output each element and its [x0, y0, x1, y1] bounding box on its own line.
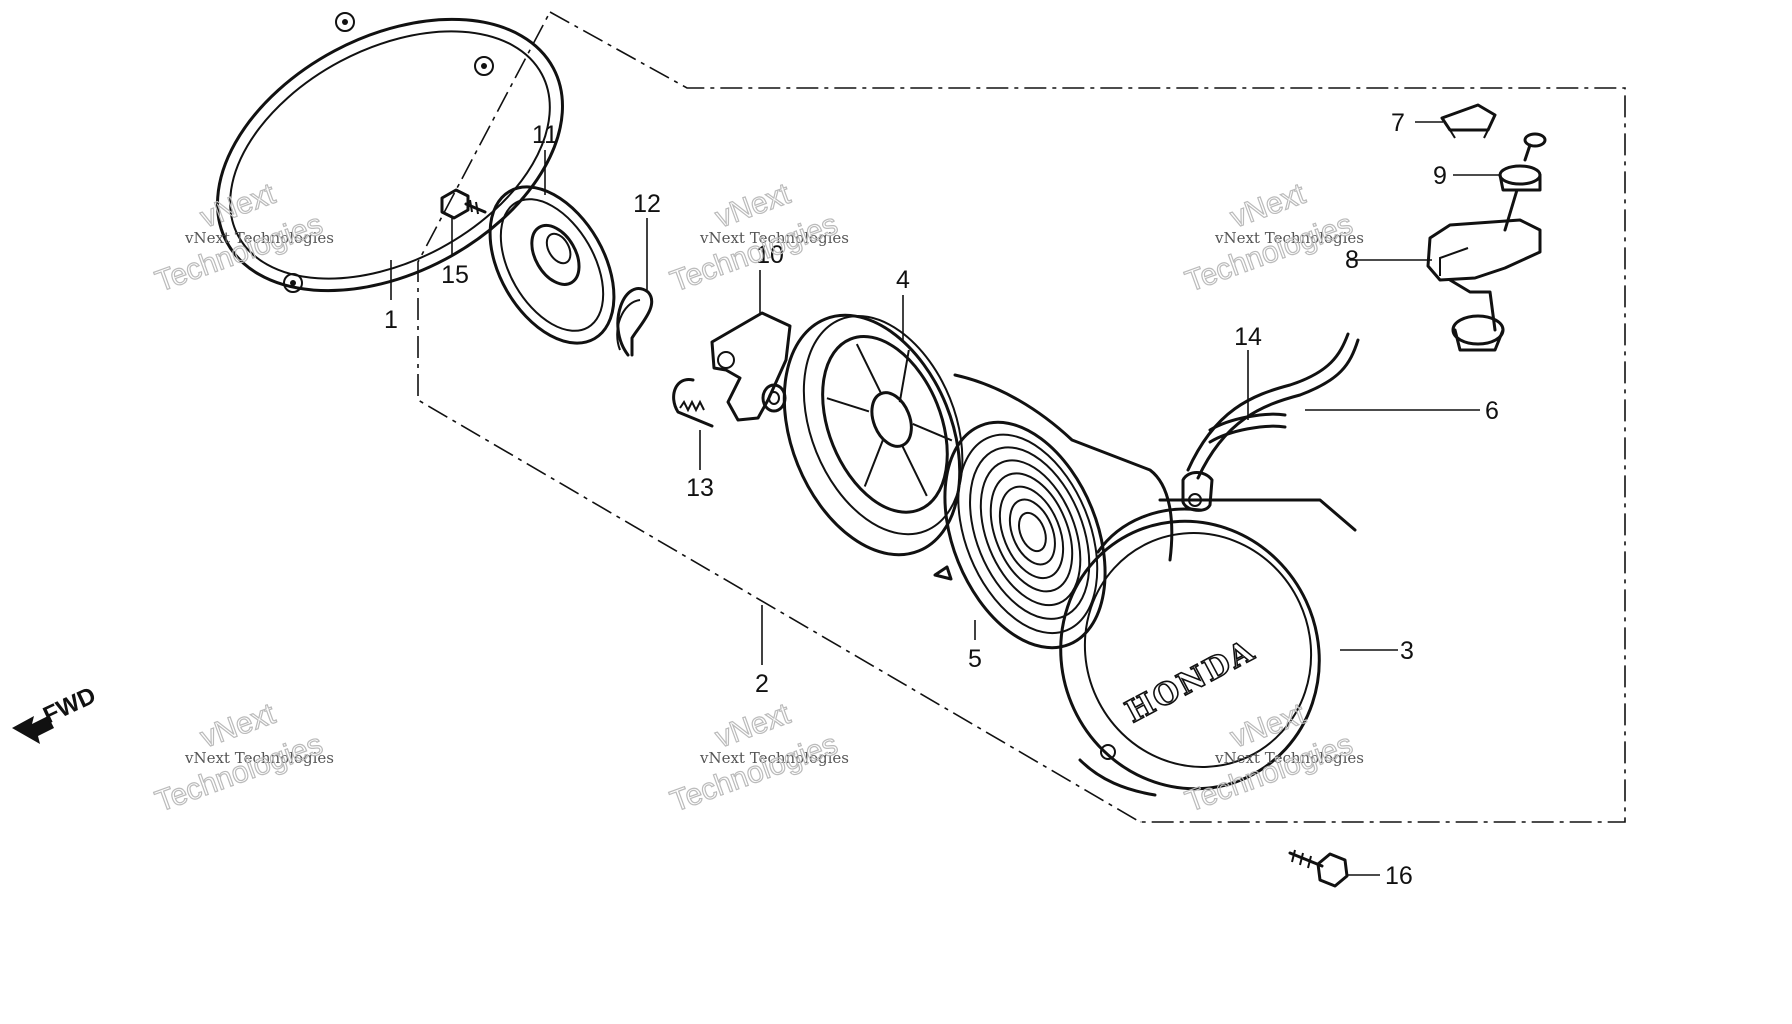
svg-text:vNext Technologies: vNext Technologies: [184, 229, 334, 247]
watermark-top-left: vNext vNext Technologies Technologies: [151, 177, 335, 300]
spring-tab: [933, 565, 953, 581]
watermark-bottom-center: vNext vNext Technologies Technologies: [666, 697, 850, 820]
part-cover-plate-11: [488, 185, 616, 345]
callout-8: 8: [1345, 246, 1359, 274]
watermark-top-right: vNext vNext Technologies Technologies: [1181, 177, 1365, 300]
part-gasket-ring: [216, 17, 564, 293]
housing-brand-text: HONDA: [1120, 633, 1261, 730]
part-spiral-spring-5: [943, 420, 1107, 650]
callout-12: 12: [633, 190, 661, 218]
callout-2: 2: [755, 670, 769, 698]
fwd-label: FWD: [39, 682, 100, 730]
callout-13: 13: [686, 474, 714, 502]
part-rope-end-9: [1498, 132, 1547, 232]
callout-5: 5: [968, 645, 982, 673]
gasket-lugs: [283, 12, 494, 293]
svg-text:vNext Technologies: vNext Technologies: [184, 749, 334, 767]
part-rope-6: [1186, 332, 1360, 480]
watermark-bottom-left: vNext vNext Technologies Technologies: [151, 697, 335, 820]
part-clip-12: [616, 287, 654, 357]
watermark-top-center: vNext vNext Technologies Technologies: [666, 177, 850, 300]
part-housing-3: [953, 373, 1357, 797]
callout-3: 3: [1400, 637, 1414, 665]
callout-7: 7: [1391, 109, 1405, 137]
callout-4: 4: [896, 266, 910, 294]
svg-text:vNext Technologies: vNext Technologies: [699, 749, 849, 767]
callout-11: 11: [532, 121, 558, 149]
part-pulley-4: [782, 313, 964, 557]
part-spring-13: [672, 378, 714, 428]
assembly-boundary: [417, 11, 1626, 823]
callout-16: 16: [1385, 862, 1413, 890]
part-bolt-16: [1288, 849, 1349, 888]
part-handle-8: [1426, 218, 1542, 352]
callout-1: 1: [384, 306, 398, 334]
callout-10: 10: [756, 241, 784, 269]
svg-text:vNext Technologies: vNext Technologies: [1214, 229, 1364, 247]
part-bolt-15: [440, 188, 487, 220]
part-ratchet-10: [710, 311, 792, 422]
fwd-direction-indicator: FWD: [12, 682, 100, 744]
watermark-bottom-right: vNext vNext Technologies Technologies: [1181, 697, 1365, 820]
callout-labels: 1 2 3 4 5 6 7 8 9 10 11 12 13 14 15 16: [384, 109, 1499, 890]
callout-14: 14: [1234, 323, 1262, 351]
part-insert-7: [1440, 103, 1497, 139]
callout-9: 9: [1433, 162, 1447, 190]
leader-lines: [390, 121, 1500, 876]
callout-15: 15: [441, 261, 469, 289]
svg-text:vNext Technologies: vNext Technologies: [699, 229, 849, 247]
fwd-arrow-icon: [12, 716, 54, 744]
svg-text:vNext Technologies: vNext Technologies: [1214, 749, 1364, 767]
callout-6: 6: [1485, 397, 1499, 425]
